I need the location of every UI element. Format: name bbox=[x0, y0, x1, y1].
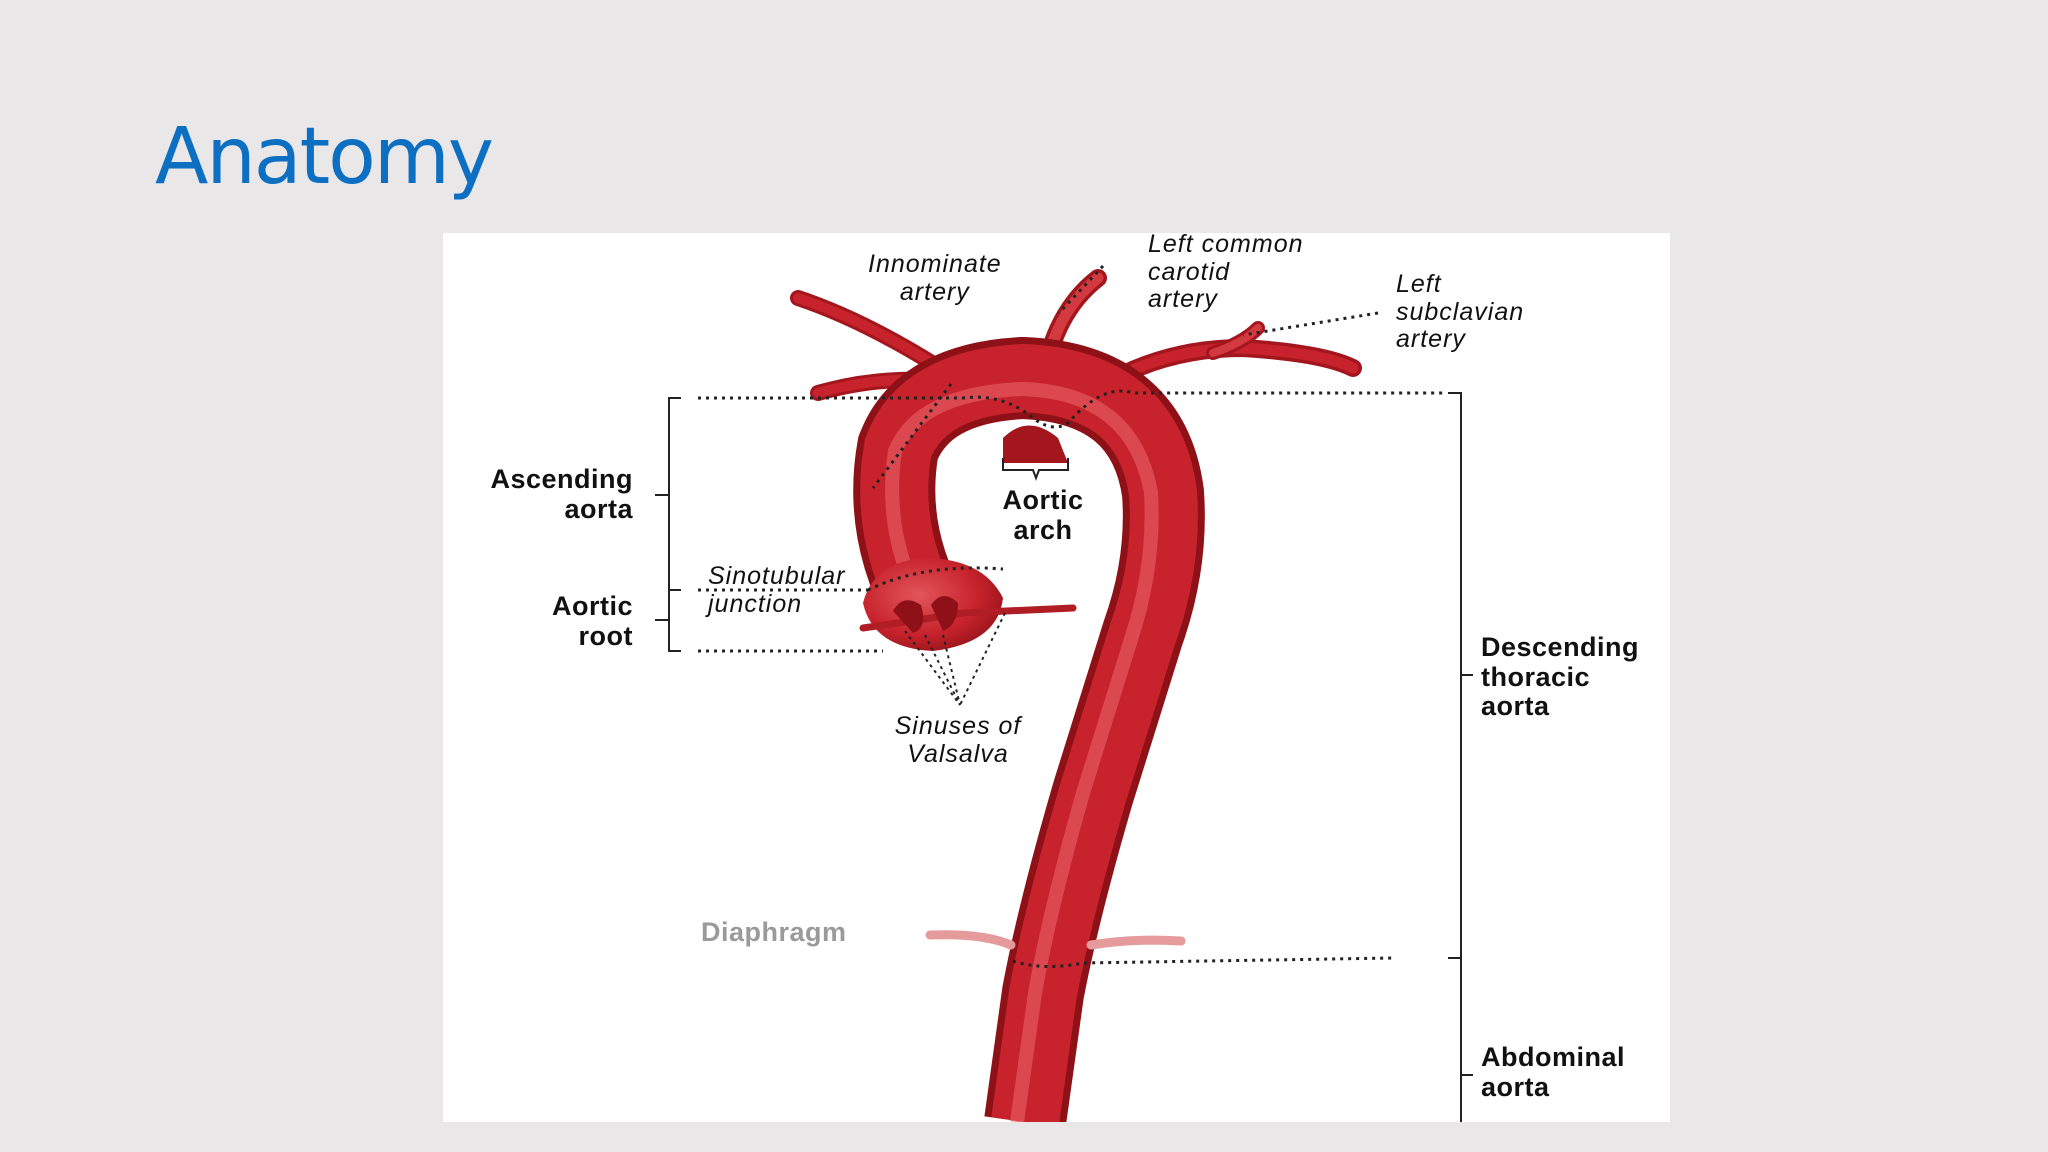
label-diaphragm: Diaphragm bbox=[701, 917, 847, 947]
level-lines bbox=[698, 264, 1443, 969]
aorta-shape bbox=[853, 336, 1205, 1122]
label-sinuses-of-valsalva: Sinuses of Valsalva bbox=[894, 712, 1022, 768]
left-subclavian-shape bbox=[1089, 321, 1362, 397]
label-ascending-aorta: Ascending aorta bbox=[490, 464, 633, 524]
aorta-illustration bbox=[655, 264, 1473, 1122]
label-abdominal-aorta: Abdominal aorta bbox=[1481, 1042, 1625, 1102]
arch-underside bbox=[1003, 425, 1068, 463]
slide-title: Anatomy bbox=[155, 112, 494, 202]
aorta-diagram: Innominate artery Left common carotid ar… bbox=[443, 233, 1670, 1122]
left-brackets bbox=[655, 397, 681, 652]
arch-bracket bbox=[1002, 458, 1069, 481]
label-innominate-artery: Innominate artery bbox=[868, 250, 1002, 306]
label-left-common-carotid: Left common carotid artery bbox=[1148, 233, 1304, 313]
label-left-subclavian: Left subclavian artery bbox=[1396, 270, 1525, 353]
arch-inner-space bbox=[984, 448, 1071, 663]
right-brackets bbox=[1448, 392, 1473, 1122]
diaphragm-shape bbox=[925, 930, 1186, 950]
label-sinotubular-junction: Sinotubular junction bbox=[708, 562, 846, 618]
label-aortic-arch: Aortic arch bbox=[1002, 485, 1084, 545]
aortic-root-shape bbox=[859, 558, 1077, 651]
sinuses-pointers bbox=[904, 612, 1006, 706]
label-descending-thoracic-aorta: Descending thoracic aorta bbox=[1481, 632, 1640, 722]
label-aortic-root: Aortic root bbox=[551, 591, 633, 651]
